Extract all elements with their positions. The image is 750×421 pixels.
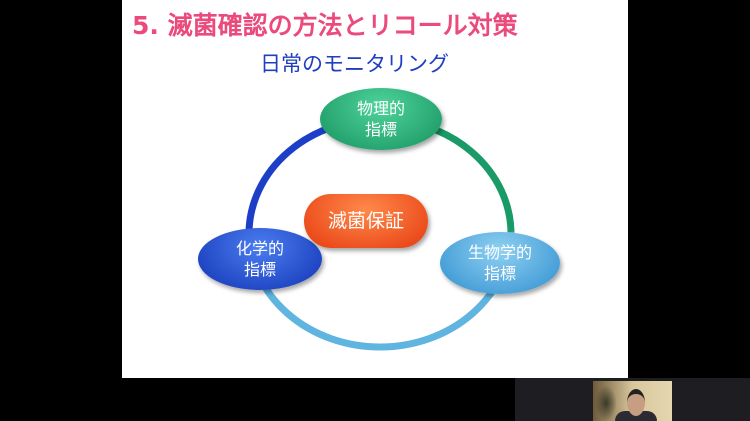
node-biological-indicator: 生物学的 指標 [440, 232, 560, 294]
speaker-head [627, 389, 645, 416]
node-label: 物理的 指標 [356, 99, 405, 139]
cycle-ring [245, 115, 515, 351]
presentation-slide: 5. 滅菌確認の方法とリコール対策 日常のモニタリング 物理的 指標 化学的 指… [122, 0, 628, 378]
speaker-video[interactable] [593, 381, 672, 421]
node-label: 滅菌保証 [327, 209, 404, 232]
slide-subtitle: 日常のモニタリング [260, 52, 449, 76]
node-chemical-indicator: 化学的 指標 [198, 228, 322, 290]
node-physical-indicator: 物理的 指標 [320, 88, 442, 150]
plant-image [595, 385, 617, 421]
webcam-panel [515, 378, 750, 421]
node-label: 化学的 指標 [235, 239, 284, 279]
slide-title: 5. 滅菌確認の方法とリコール対策 [132, 11, 518, 40]
node-sterility-assurance: 滅菌保証 [304, 194, 428, 248]
speaker-body [615, 411, 657, 421]
node-label: 生物学的 指標 [467, 243, 532, 283]
